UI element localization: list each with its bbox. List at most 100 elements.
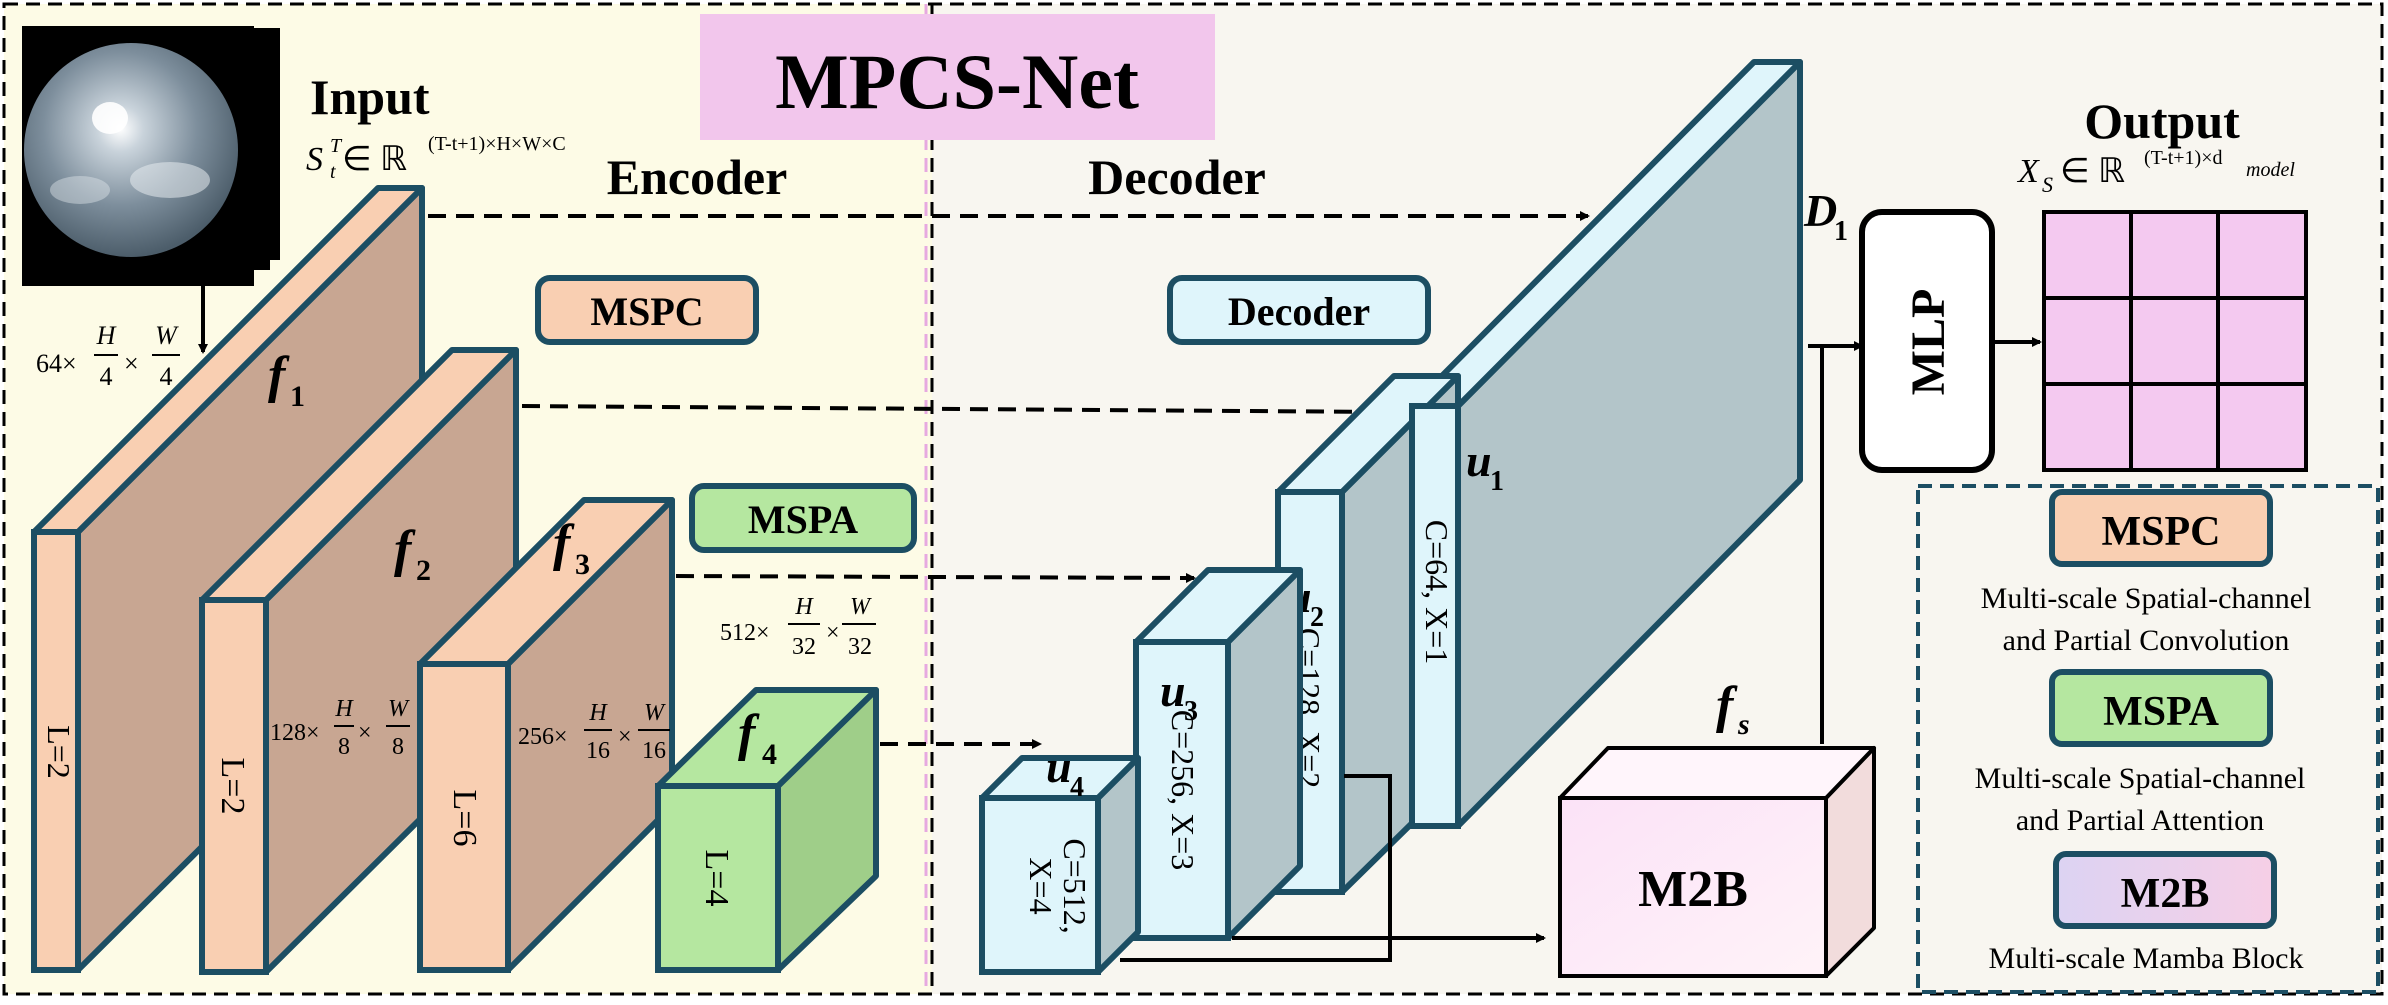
svg-text:4: 4 — [762, 738, 777, 771]
svg-text:1: 1 — [1490, 466, 1504, 497]
legend-mspa: MSPA Multi-scale Spatial-channel and Par… — [1975, 669, 2306, 837]
svg-text:32: 32 — [792, 634, 816, 660]
legend-frame — [1916, 484, 2380, 994]
svg-text:MSPC: MSPC — [2102, 509, 2221, 555]
svg-text:128×: 128× — [270, 720, 320, 746]
f4-dims: 512× H 32 × W 32 — [720, 594, 876, 660]
page-title: MPCS-Net — [775, 38, 1139, 125]
m2b-connectors — [1120, 341, 1864, 962]
svg-text:T: T — [330, 135, 343, 157]
svg-text:M2B: M2B — [1638, 861, 1748, 918]
svg-text:H: H — [96, 321, 117, 350]
svg-text:L=4: L=4 — [698, 850, 735, 907]
svg-text:W: W — [644, 700, 666, 726]
legend-m2b: M2B Multi-scale Mamba Block — [1989, 851, 2304, 975]
svg-text:64×: 64× — [36, 349, 77, 378]
svg-text:u: u — [1046, 741, 1072, 792]
svg-text:4: 4 — [100, 362, 113, 391]
svg-text:3: 3 — [575, 548, 590, 581]
svg-text:32: 32 — [848, 634, 872, 660]
svg-text:Multi-scale Mamba Block: Multi-scale Mamba Block — [1989, 942, 2304, 975]
svg-text:2: 2 — [1310, 602, 1324, 633]
svg-text:4: 4 — [1070, 772, 1084, 803]
svg-text:16: 16 — [642, 738, 666, 764]
svg-text:L=2: L=2 — [41, 725, 77, 779]
svg-text:S: S — [306, 141, 323, 178]
svg-text:f: f — [553, 515, 575, 572]
svg-text:S: S — [2042, 172, 2053, 197]
input-image-stack — [22, 26, 280, 286]
encoder-block-f4: L=4 f 4 — [655, 687, 879, 973]
svg-text:4: 4 — [160, 362, 173, 391]
svg-text:and Partial Attention: and Partial Attention — [2016, 804, 2264, 837]
decoder-tag: Decoder — [1167, 275, 1431, 345]
svg-text:u: u — [1160, 665, 1186, 716]
f1-dims: 64× H 4 × W 4 — [36, 321, 180, 391]
decoder-header: Decoder — [1088, 149, 1266, 205]
svg-text:H: H — [588, 700, 608, 726]
svg-text:f: f — [1716, 677, 1738, 734]
svg-text:8: 8 — [338, 734, 350, 760]
svg-text:8: 8 — [392, 734, 404, 760]
decoder-block-u4: C=512, X=4 u 4 — [979, 741, 1141, 975]
decoder-block-u1: C=64, X=1 u 1 — [1409, 403, 1504, 829]
f3-dims: 256× H 16 × W 16 — [518, 700, 670, 764]
svg-text:f: f — [394, 521, 416, 578]
mspa-tag: MSPA — [689, 483, 917, 553]
svg-text:H: H — [794, 594, 814, 620]
svg-text:MSPC: MSPC — [590, 289, 703, 334]
svg-text:X=4: X=4 — [1023, 857, 1059, 914]
f2-dims: 128× H 8 × W 8 — [270, 696, 410, 760]
encoder-block-f3: L=6 f 3 — [417, 497, 675, 973]
mspc-tag: MSPC — [535, 275, 759, 345]
svg-text:f: f — [738, 705, 760, 762]
svg-text:Multi-scale Spatial-channel: Multi-scale Spatial-channel — [1975, 762, 2306, 795]
decoder-block-u3: C=256, X=3 u 3 — [1133, 567, 1303, 941]
svg-text:and Partial Convolution: and Partial Convolution — [2003, 624, 2290, 657]
svg-text:×: × — [618, 724, 632, 750]
mlp-block: MLP — [1859, 209, 1995, 473]
svg-text:W: W — [850, 594, 872, 620]
svg-text:u: u — [1466, 435, 1492, 486]
m2b-block: M2B f s — [1558, 677, 1876, 978]
input-label: Input — [310, 69, 430, 125]
svg-text:L=6: L=6 — [446, 790, 483, 847]
svg-text:MSPA: MSPA — [2103, 689, 2220, 735]
svg-text:MLP: MLP — [1902, 289, 1955, 396]
svg-text:Multi-scale Spatial-channel: Multi-scale Spatial-channel — [1981, 582, 2312, 615]
svg-text:×: × — [826, 620, 840, 646]
svg-text:C=256, X=3: C=256, X=3 — [1165, 710, 1201, 871]
title-background — [700, 14, 1215, 140]
svg-text:×: × — [358, 720, 372, 746]
svg-text:(T-t+1)×d: (T-t+1)×d — [2144, 147, 2222, 169]
svg-text:s: s — [1737, 708, 1750, 741]
svg-text:C=64, X=1: C=64, X=1 — [1419, 520, 1455, 665]
svg-text:M2B: M2B — [2121, 871, 2210, 917]
svg-text:∈ ℝ: ∈ ℝ — [2060, 153, 2125, 190]
svg-text:H: H — [334, 696, 354, 722]
input-formula: S T t ∈ ℝ (T-t+1)×H×W×C — [306, 133, 566, 183]
legend-mspc: MSPC Multi-scale Spatial-channel and Par… — [1981, 489, 2312, 657]
sky-image — [24, 43, 238, 257]
svg-text:16: 16 — [586, 738, 610, 764]
svg-text:256×: 256× — [518, 724, 568, 750]
svg-text:2: 2 — [416, 554, 431, 587]
encoder-header: Encoder — [607, 149, 788, 205]
svg-text:C=512,: C=512, — [1057, 838, 1093, 933]
output-label: Output — [2084, 93, 2240, 149]
svg-text:1: 1 — [1834, 216, 1848, 247]
svg-text:∈ ℝ: ∈ ℝ — [342, 141, 407, 178]
svg-text:W: W — [155, 321, 179, 350]
d1-label: D 1 — [1803, 185, 1848, 247]
svg-text:Decoder: Decoder — [1228, 289, 1370, 334]
svg-text:1: 1 — [290, 380, 305, 413]
svg-text:X: X — [2016, 153, 2040, 190]
svg-text:model: model — [2246, 159, 2295, 181]
svg-text:3: 3 — [1184, 696, 1198, 727]
svg-text:f: f — [268, 347, 290, 404]
svg-text:512×: 512× — [720, 620, 770, 646]
svg-text:L=2: L=2 — [214, 758, 251, 815]
svg-text:W: W — [388, 696, 410, 722]
